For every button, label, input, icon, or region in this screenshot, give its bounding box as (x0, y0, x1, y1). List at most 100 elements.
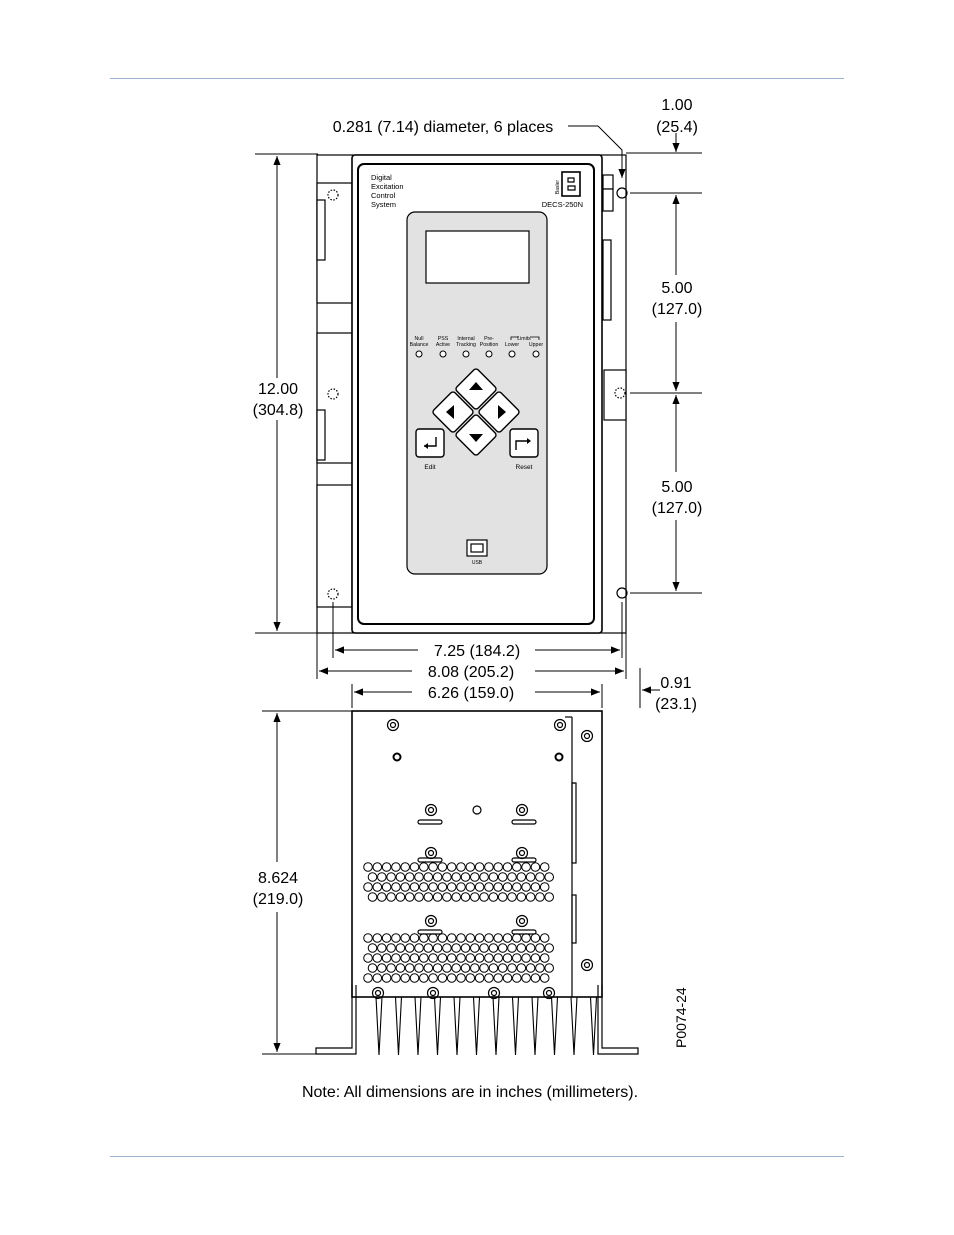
vent-hole (419, 973, 429, 983)
vent-hole (502, 973, 513, 983)
vent-hole (442, 892, 452, 902)
vent-hole (381, 882, 392, 892)
vent-hole (437, 973, 448, 983)
vent-hole (391, 953, 401, 963)
vent-hole (521, 933, 531, 943)
width-overall: 8.08 (205.2) (428, 664, 514, 681)
vent-hole (404, 963, 415, 973)
height-mm: (304.8) (253, 402, 304, 419)
vent-hole (512, 882, 522, 892)
vent-hole (521, 953, 531, 963)
heat-sink-fin (492, 996, 500, 1056)
vent-hole (516, 872, 527, 882)
vent-hole (437, 882, 448, 892)
vent-hole (544, 943, 555, 953)
width-holes: 7.25 (184.2) (434, 643, 520, 660)
vent-hole (479, 872, 489, 882)
vent-hole (442, 872, 452, 882)
vent-hole (428, 862, 438, 872)
vent-hole (414, 943, 424, 953)
vent-hole (479, 963, 489, 973)
panel-title-line: Digital (371, 173, 392, 182)
heat-sink-fin (472, 996, 481, 1056)
dimension-lines (255, 125, 702, 1055)
vent-hole (474, 862, 485, 872)
vent-hole (395, 872, 406, 882)
vent-hole (497, 892, 508, 902)
vent-hole (456, 882, 466, 892)
vent-hole (502, 882, 513, 892)
vent-hole (432, 963, 443, 973)
vent-hole (539, 933, 550, 943)
vent-hole (381, 862, 392, 872)
vent-hole (409, 953, 420, 963)
vent-hole (428, 953, 438, 963)
dimension-labels: 0.281 (7.14) diameter, 6 places 1.00 (25… (253, 97, 703, 908)
model-label: DECS-250N (542, 200, 583, 209)
vent-hole (404, 943, 415, 953)
vent-hole (530, 882, 541, 892)
vent-hole (456, 933, 466, 943)
panel-title-line: System (371, 200, 396, 209)
vent-hole (502, 953, 513, 963)
vent-hole (465, 973, 476, 983)
vent-hole (497, 943, 508, 953)
vent-hole (400, 862, 411, 872)
mounting-nut (553, 718, 567, 732)
vent-hole (484, 882, 494, 892)
led-label-top: PSS (438, 336, 449, 342)
top-offset-mm: (25.4) (656, 119, 698, 136)
vent-hole (516, 943, 527, 953)
vent-hole (446, 882, 457, 892)
vent-hole (535, 892, 545, 902)
spacing-upper-in: 5.00 (661, 280, 692, 297)
led-label-bottom: Lower (505, 342, 519, 348)
vent-hole (432, 943, 443, 953)
heat-sink-fin (394, 996, 403, 1056)
vent-hole (395, 943, 406, 953)
vent-hole (395, 892, 406, 902)
vent-hole (400, 882, 411, 892)
led-labels: Null Balance PSS Active Internal Trackin… (410, 336, 544, 566)
vent-hole (391, 862, 401, 872)
panel-title-line: Excitation (371, 182, 404, 191)
vent-hole (451, 872, 462, 882)
vent-hole (544, 892, 555, 902)
mounting-nut (424, 803, 438, 817)
led-label-bottom: Position (480, 342, 499, 348)
vent-hole (507, 892, 517, 902)
led-label-top: Pre- (484, 336, 494, 342)
center-hole (472, 805, 482, 815)
vent-hole (451, 892, 462, 902)
vent-hole (512, 953, 522, 963)
panel-text: Digital Excitation Control System Basler… (371, 173, 583, 209)
vent-hole (409, 882, 420, 892)
vent-hole (377, 872, 387, 882)
vent-hole (419, 862, 429, 872)
side-offset-in: 0.91 (660, 675, 691, 692)
vent-hole (437, 862, 448, 872)
vent-hole (372, 953, 383, 963)
vent-hole (465, 933, 476, 943)
led-label-top: Internal (457, 336, 474, 342)
vent-hole (456, 973, 466, 983)
vent-hole (535, 872, 545, 882)
vent-hole (530, 973, 541, 983)
vent-hole (363, 862, 373, 872)
vent-hole (512, 933, 522, 943)
vent-hole (400, 973, 411, 983)
vent-hole (446, 953, 457, 963)
led-label-top: Null (415, 336, 424, 342)
mounting-nut (515, 914, 529, 928)
vent-hole (544, 872, 555, 882)
heat-sink-fin (453, 996, 461, 1056)
heat-sink-fin (531, 996, 539, 1056)
led-label-bottom: Active (436, 342, 450, 348)
vent-hole (470, 943, 480, 953)
figure-id: P0074-24 (673, 987, 689, 1048)
vent-hole (409, 862, 420, 872)
vent-hole (372, 933, 383, 943)
vent-hole (474, 933, 485, 943)
vent-hole (391, 882, 401, 892)
vent-hole (414, 963, 424, 973)
